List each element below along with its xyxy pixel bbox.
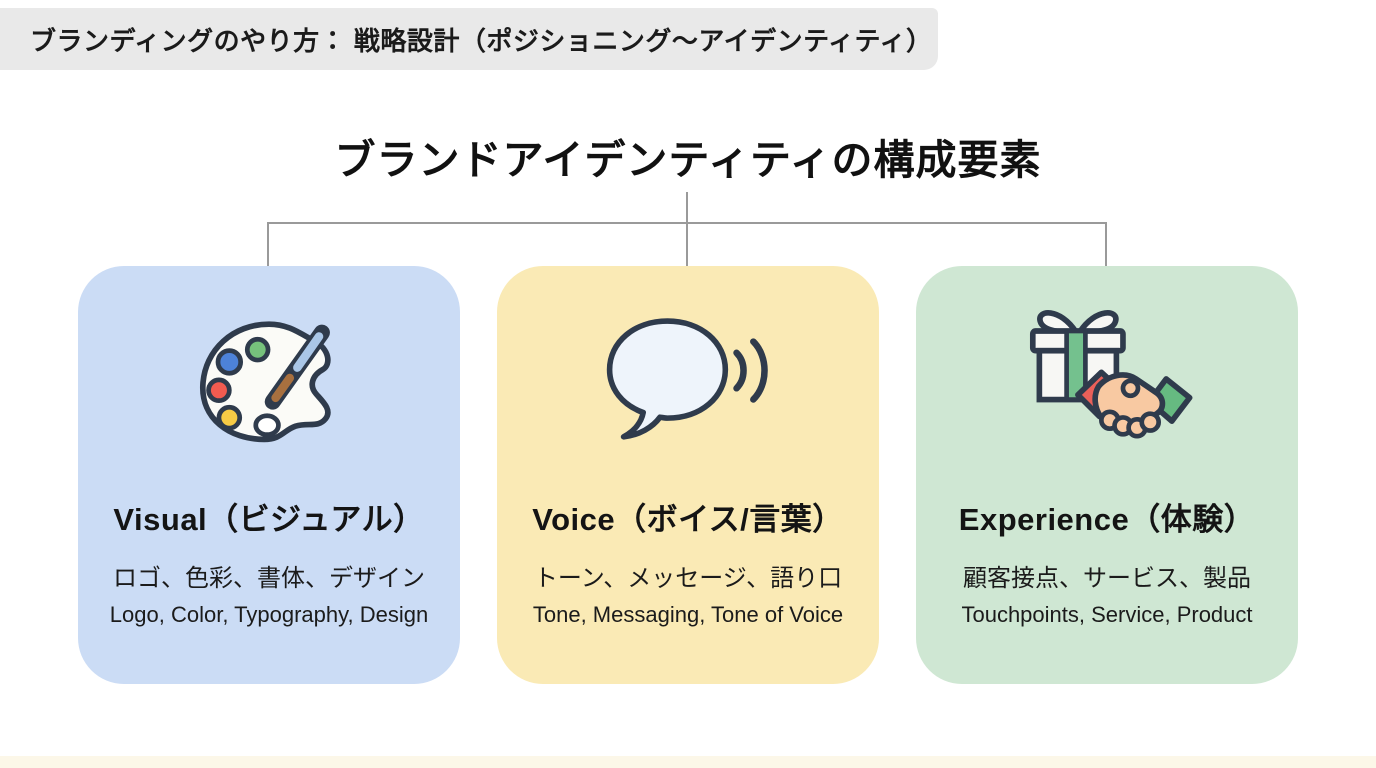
connector-drop-right <box>1105 223 1107 267</box>
card-visual: Visual（ビジュアル） ロゴ、色彩、書体、デザイン Logo, Color,… <box>78 266 460 684</box>
card-voice-heading: Voice（ボイス/言葉） <box>532 502 844 537</box>
card-voice: Voice（ボイス/言葉） トーン、メッセージ、語り口 Tone, Messag… <box>497 266 879 684</box>
card-experience-details-en: Touchpoints, Service, Product <box>961 602 1253 627</box>
bottom-tint <box>0 756 1376 768</box>
card-experience-details-jp: 顧客接点、サービス、製品 <box>963 565 1251 592</box>
card-experience-heading: Experience（体験） <box>958 502 1256 537</box>
palette-icon <box>184 300 354 455</box>
gift-handshake-icon <box>1007 300 1207 455</box>
connector-stub-top <box>686 192 688 223</box>
card-visual-details-jp: ロゴ、色彩、書体、デザイン <box>113 565 425 592</box>
card-visual-details-en: Logo, Color, Typography, Design <box>109 602 429 627</box>
header-banner: ブランディングのやり方： 戦略設計（ポジショニング〜アイデンティティ） <box>0 8 938 70</box>
card-voice-details-en: Tone, Messaging, Tone of Voice <box>532 602 844 627</box>
page-title: ブランドアイデンティティの構成要素 <box>334 137 1042 183</box>
header-banner-text: ブランディングのやり方： 戦略設計（ポジショニング〜アイデンティティ） <box>30 25 933 56</box>
card-visual-heading: Visual（ビジュアル） <box>113 502 425 537</box>
card-voice-details-jp: トーン、メッセージ、語り口 <box>533 565 843 592</box>
cards-row: Visual（ビジュアル） ロゴ、色彩、書体、デザイン Logo, Color,… <box>78 266 1298 684</box>
speech-bubble-icon <box>593 300 783 455</box>
connector-drop-left <box>267 223 269 267</box>
card-experience: Experience（体験） 顧客接点、サービス、製品 Touchpoints,… <box>916 266 1298 684</box>
connector-drop-center <box>686 223 688 267</box>
